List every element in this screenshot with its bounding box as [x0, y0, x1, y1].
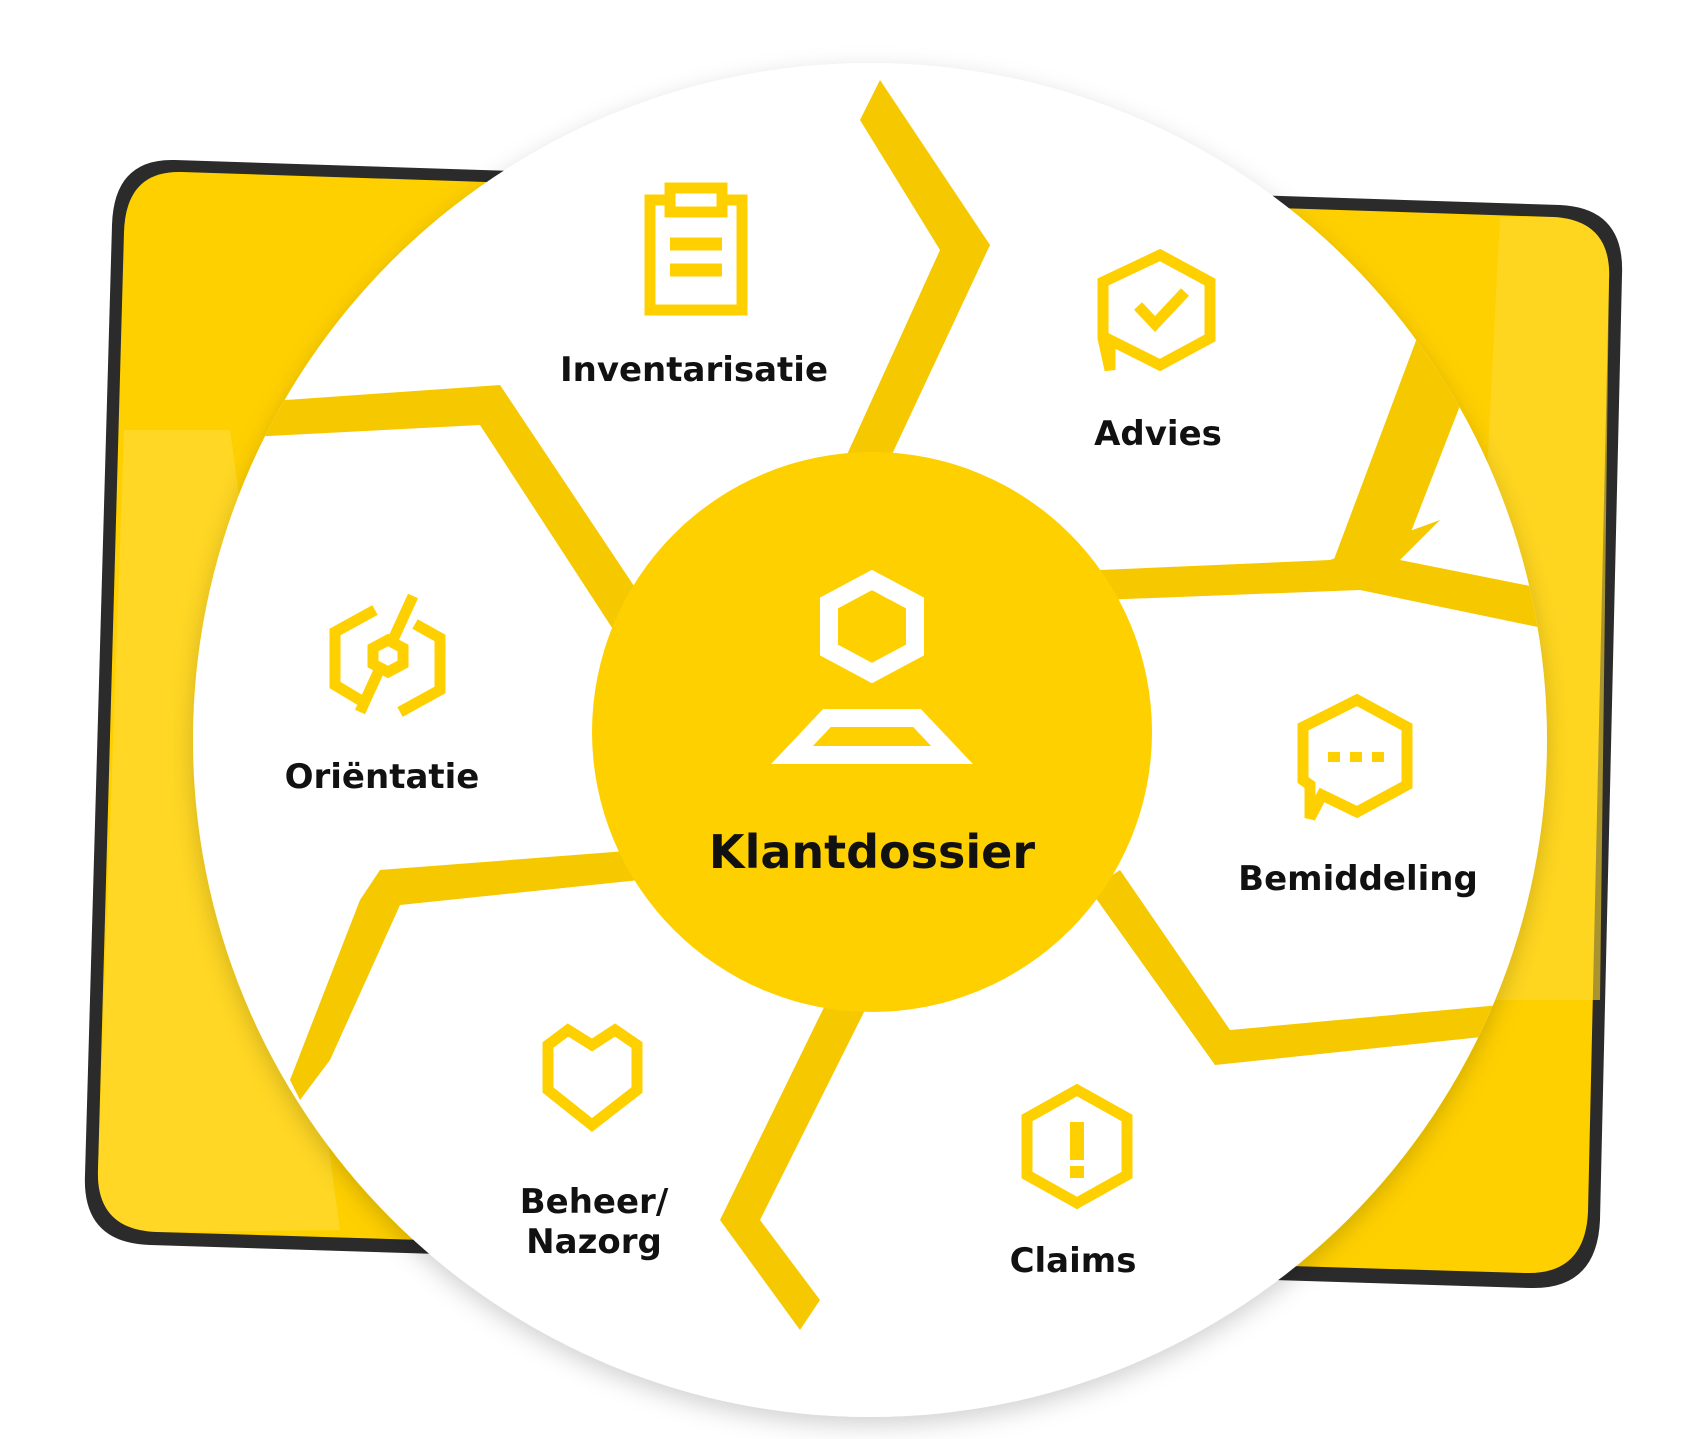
divider-band [720, 995, 865, 1330]
segment-label-line-2: Nazorg [526, 1222, 662, 1262]
heart-icon [542, 1023, 643, 1132]
segment-claims[interactable]: Claims [1010, 1083, 1137, 1281]
compass-icon [329, 593, 446, 717]
segment-orientatie[interactable]: Oriëntatie [285, 593, 480, 797]
alert-icon [1021, 1083, 1133, 1210]
divider-band [1090, 870, 1547, 1065]
divider-band [1330, 330, 1470, 570]
segment-label: Oriëntatie [285, 757, 480, 797]
divider-band [1100, 520, 1547, 640]
segment-label: Claims [1010, 1241, 1137, 1281]
segment-label: Inventarisatie [560, 350, 828, 390]
chat-check-icon [1097, 248, 1216, 372]
segment-advies[interactable]: Advies [1094, 248, 1222, 454]
segment-inventarisatie[interactable]: Inventarisatie [560, 182, 828, 390]
segment-label: Advies [1094, 414, 1222, 454]
divider-band [290, 850, 640, 1100]
segment-bemiddeling[interactable]: Bemiddeling [1238, 693, 1478, 899]
divider-band [840, 80, 990, 480]
center-hub [592, 452, 1152, 1012]
user-profile-icon [771, 569, 973, 764]
segment-dividers [193, 80, 1547, 1330]
chat-dots-icon [1297, 693, 1413, 821]
segment-label-line-1: Beheer/ [520, 1182, 669, 1222]
clipboard-icon [644, 182, 748, 316]
dots [1328, 752, 1384, 762]
segment-beheer[interactable]: Beheer/ Nazorg [520, 1023, 669, 1262]
center-label: Klantdossier [709, 825, 1035, 879]
segment-label: Bemiddeling [1238, 859, 1478, 899]
